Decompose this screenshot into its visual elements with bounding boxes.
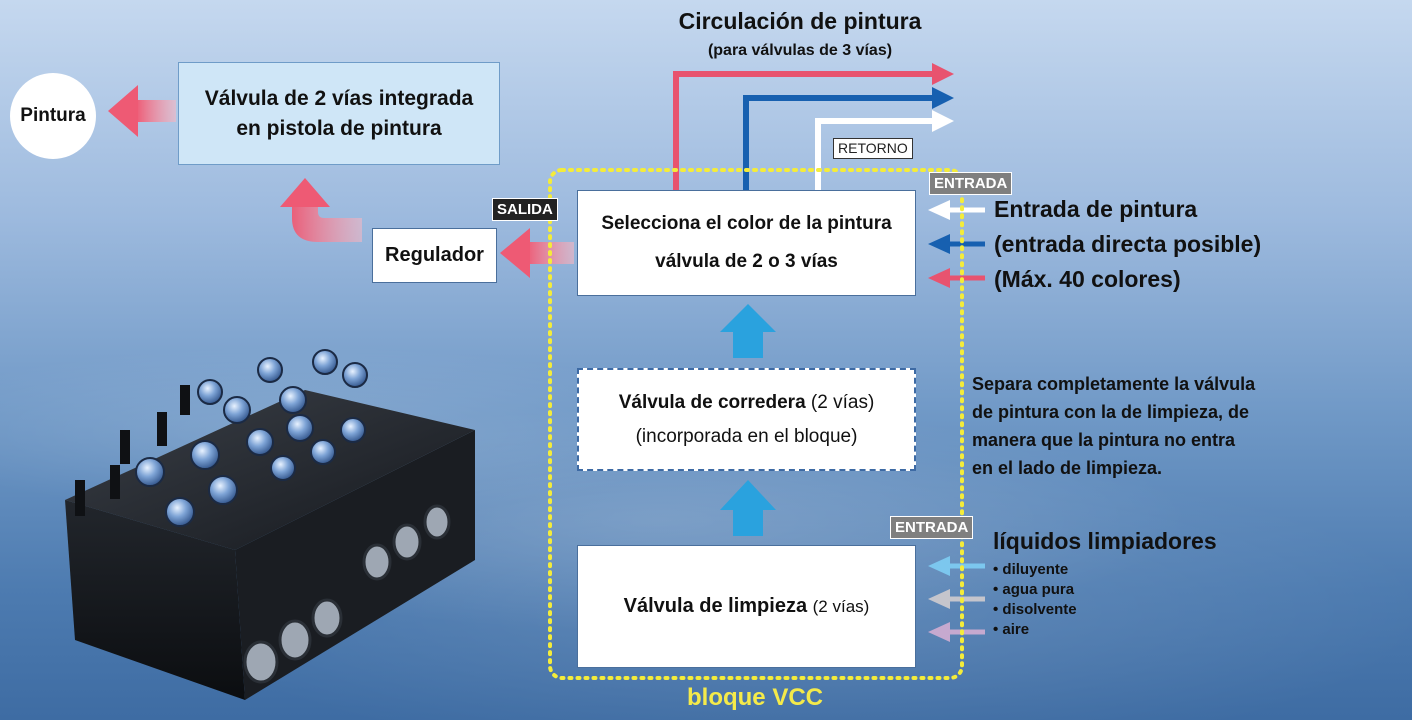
cleaning-valve-box: Válvula de limpieza (2 vías) — [577, 545, 916, 668]
arrow-to-pintura — [108, 85, 176, 137]
vcc-block-label: bloque VCC — [687, 684, 823, 711]
liquid-item-thinner: • diluyente — [993, 561, 1069, 578]
liquid-arrow-solvent — [928, 622, 985, 642]
regulator-box: Regulador — [372, 228, 497, 283]
entrada-tag-top: ENTRADA — [929, 172, 1013, 195]
paint-inlet-line2: (entrada directa posible) — [994, 231, 1262, 257]
circulation-blue-line — [743, 87, 954, 192]
liquid-arrow-thinner — [928, 556, 985, 576]
liquid-item-solvent: • disolvente — [993, 601, 1077, 618]
inlet-pink-arrow — [928, 268, 985, 288]
regulator-label: Regulador — [385, 244, 484, 266]
slide-valve-name: Válvula de corredera — [618, 391, 806, 413]
color-valve-line1: Selecciona el color de la pintura — [601, 213, 892, 234]
separation-note-line1: Separa completamente la válvula — [972, 374, 1256, 394]
separation-note-line2: de pintura con la de limpieza, de — [972, 402, 1250, 422]
gun-valve-line2: en pistola de pintura — [236, 116, 442, 140]
circulation-title: Circulación de pintura — [678, 8, 922, 34]
slide-valve-line2: (incorporada en el bloque) — [635, 425, 858, 447]
inlet-white-arrow — [928, 200, 985, 220]
liquid-item-water: • agua pura — [993, 581, 1075, 598]
gun-valve-box: Válvula de 2 vías integrada en pistola d… — [178, 62, 500, 165]
slide-valve-box: Válvula de corredera (2 vías) (incorpora… — [577, 368, 916, 471]
liquid-arrow-water — [928, 589, 985, 609]
pintura-circle: Pintura — [10, 73, 96, 159]
paint-inlet-text: Entrada de pintura (entrada directa posi… — [994, 192, 1261, 297]
color-valve-line2: válvula de 2 o 3 vías — [655, 251, 838, 272]
inlet-blue-arrow — [928, 234, 985, 254]
color-valve-box: Selecciona el color de la pintura válvul… — [577, 190, 916, 296]
paint-inlet-line1: Entrada de pintura — [994, 196, 1198, 222]
arrow-regulator-to-gun — [280, 178, 362, 242]
slide-valve-ways: (2 vías) — [810, 391, 875, 413]
arrow-to-regulator — [500, 228, 574, 278]
cleaning-valve-ways: (2 vías) — [812, 596, 870, 616]
circulation-pink-line — [673, 63, 954, 192]
up-arrow-slide-to-color — [720, 304, 776, 358]
separation-note-line4: en el lado de limpieza. — [972, 458, 1163, 478]
vcc-block-outline — [548, 168, 964, 680]
liquid-item-air: • aire — [993, 621, 1030, 638]
circulation-subtitle: (para válvulas de 3 vías) — [707, 42, 893, 59]
separation-note-line3: manera que la pintura no entra — [972, 430, 1236, 450]
retorno-tag: RETORNO — [833, 138, 913, 159]
cleaning-liquids-title: líquidos limpiadores — [993, 528, 1217, 554]
salida-tag: SALIDA — [492, 198, 558, 221]
paint-inlet-line3: (Máx. 40 colores) — [994, 266, 1181, 292]
gun-valve-line1: Válvula de 2 vías integrada — [204, 86, 474, 110]
cleaning-valve-name: Válvula de limpieza — [623, 595, 808, 617]
up-arrow-cleaning-to-slide — [720, 480, 776, 536]
cleaning-liquids-list: • diluyente • agua pura • disolvente • a… — [993, 560, 1077, 640]
separation-note: Separa completamente la válvula de pintu… — [972, 370, 1255, 482]
vcc-manifold-photo — [65, 349, 475, 700]
entrada-tag-bottom: ENTRADA — [890, 516, 974, 539]
pintura-label: Pintura — [20, 105, 86, 126]
